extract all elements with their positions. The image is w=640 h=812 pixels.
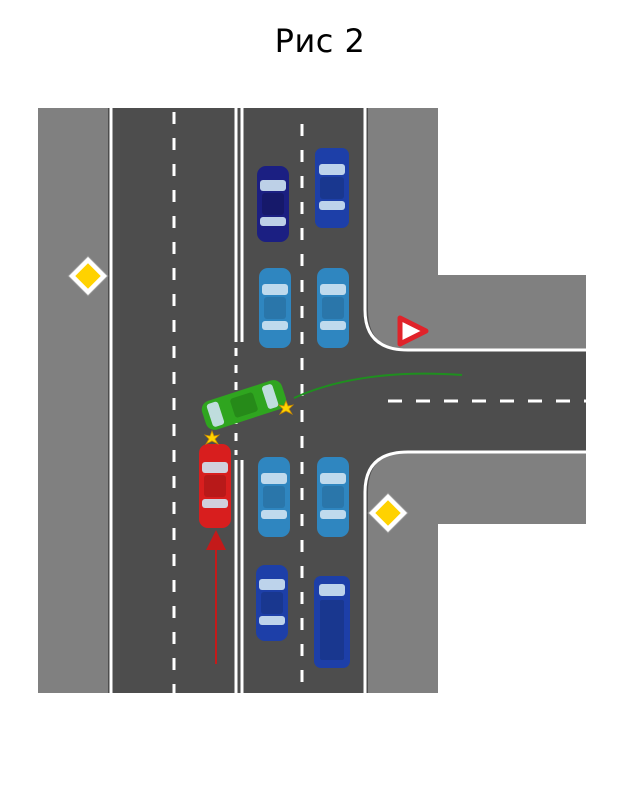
figure-title: Рис 2 [274,22,366,60]
parked-car-7 [256,565,288,641]
parked-car-8 [314,576,350,668]
green-car [201,380,287,430]
parked-car-5 [258,457,290,537]
impact-star-1 [203,429,221,445]
main-road-sign-left [67,255,109,297]
parked-car-6 [317,457,349,537]
road-markings [109,108,586,693]
green-car-path [293,372,463,399]
main-road-sign-right [367,492,409,534]
sidewalks [38,108,586,693]
right-sidewalk-bottom [368,452,438,693]
parked-car-4 [317,268,349,348]
parked-car-2 [315,148,349,228]
parked-car-1 [257,166,289,242]
parked-car-3 [259,268,291,348]
right-sidewalk-top-extension [438,275,586,350]
yield-sign [397,315,429,347]
right-sidewalk-bottom-extension [438,452,586,524]
trajectories [206,372,463,664]
impact-star-2 [277,399,295,415]
right-sidewalk-top [368,108,438,350]
left-sidewalk [38,108,108,693]
curb-bottom [363,450,586,493]
red-car [199,444,231,528]
curb-top [363,309,586,352]
